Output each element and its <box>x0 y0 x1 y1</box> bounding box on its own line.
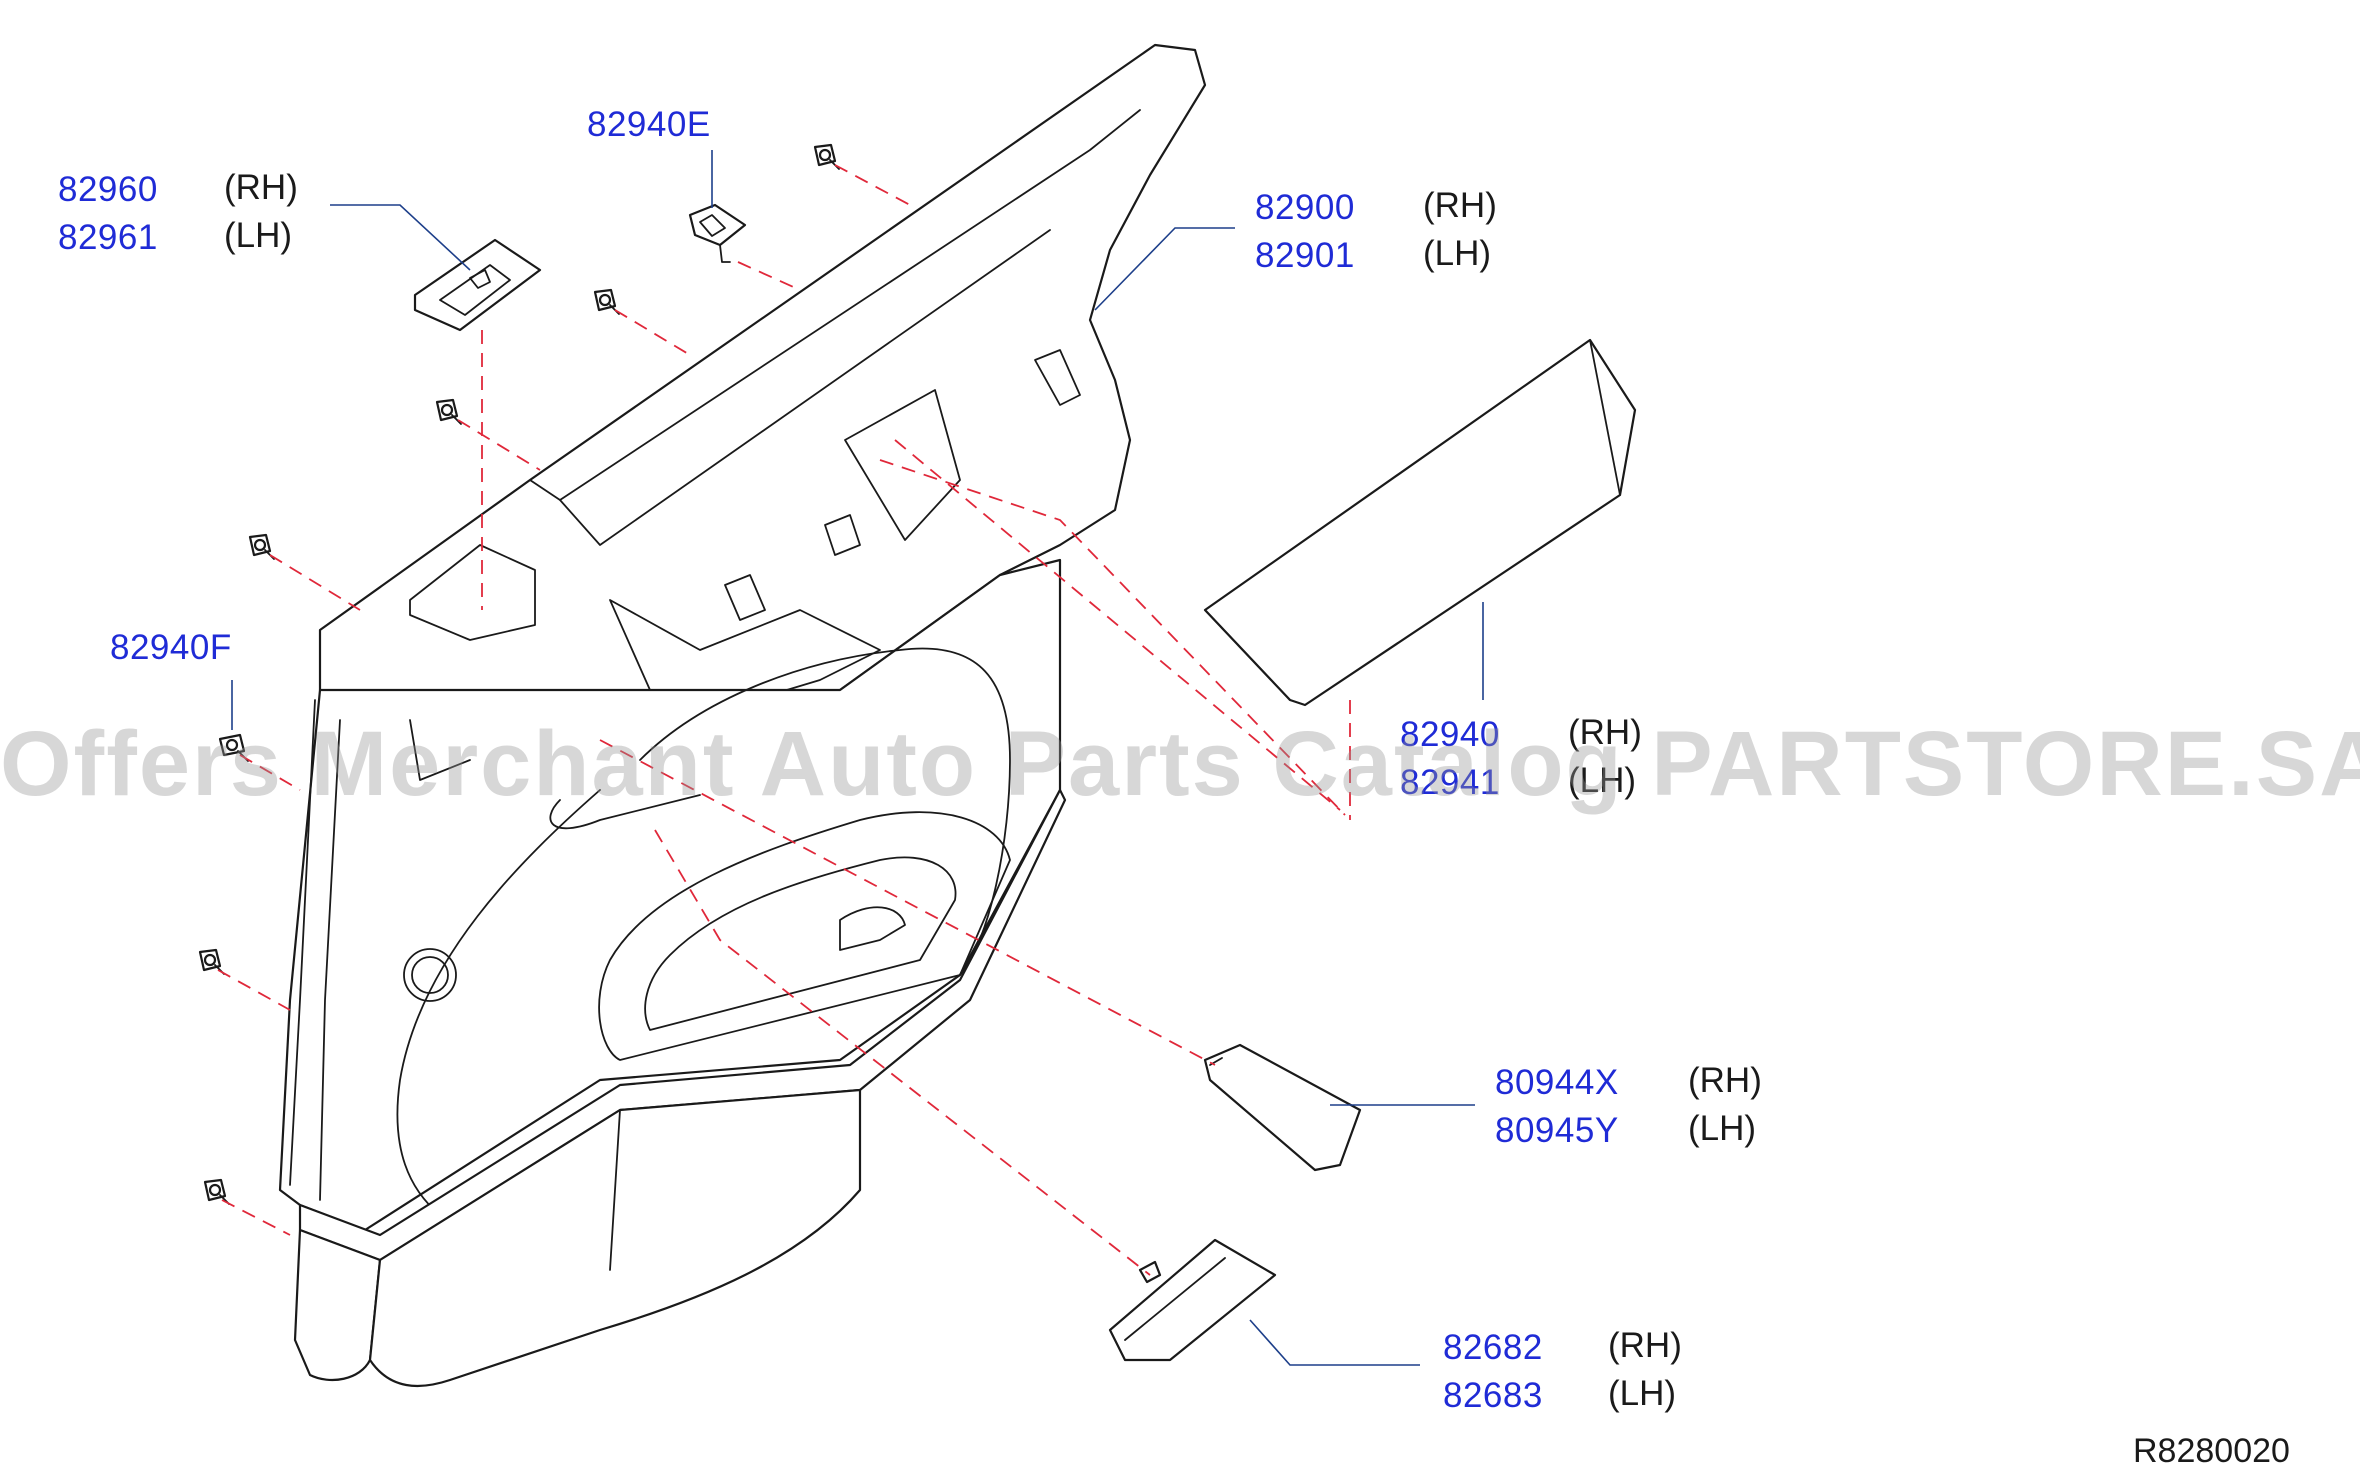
part-number-80945Y: 80945Y <box>1495 1111 1619 1150</box>
part-number-82940F: 82940F <box>110 628 232 667</box>
side-rh-82682: (RH) <box>1608 1326 1682 1365</box>
armrest-pad <box>1203 338 1637 707</box>
side-lh-82941: (LH) <box>1568 761 1637 800</box>
side-rh-80944X: (RH) <box>1688 1061 1762 1100</box>
part-number-82941: 82941 <box>1400 763 1500 802</box>
side-lh-82961: (LH) <box>224 216 293 255</box>
side-rh-82940: (RH) <box>1568 713 1642 752</box>
side-rh-82900: (RH) <box>1423 186 1497 225</box>
pull-pocket-finisher <box>1203 1043 1362 1172</box>
side-lh-80945Y: (LH) <box>1688 1109 1757 1148</box>
leader-lines <box>231 150 1484 1366</box>
diagram-reference-code: R8280020 <box>2133 1432 2290 1470</box>
assembly-centerlines <box>217 164 1351 1276</box>
part-number-82961: 82961 <box>58 218 158 257</box>
door-trim-panel <box>278 43 1207 1388</box>
switch-finisher <box>413 238 542 332</box>
part-number-82940: 82940 <box>1400 715 1500 754</box>
side-lh-82683: (LH) <box>1608 1374 1677 1413</box>
part-number-82960: 82960 <box>58 170 158 209</box>
side-lh-82901: (LH) <box>1423 234 1492 273</box>
reflector-lens <box>1108 1238 1277 1362</box>
clip-82940E <box>688 203 747 263</box>
part-number-82683: 82683 <box>1443 1376 1543 1415</box>
part-number-80944X: 80944X <box>1495 1063 1619 1102</box>
part-number-82940E: 82940E <box>587 105 711 144</box>
part-number-82682: 82682 <box>1443 1328 1543 1367</box>
side-rh-82960: (RH) <box>224 168 298 207</box>
part-number-82901: 82901 <box>1255 236 1355 275</box>
part-number-82900: 82900 <box>1255 188 1355 227</box>
fastener-clips <box>198 143 840 1205</box>
